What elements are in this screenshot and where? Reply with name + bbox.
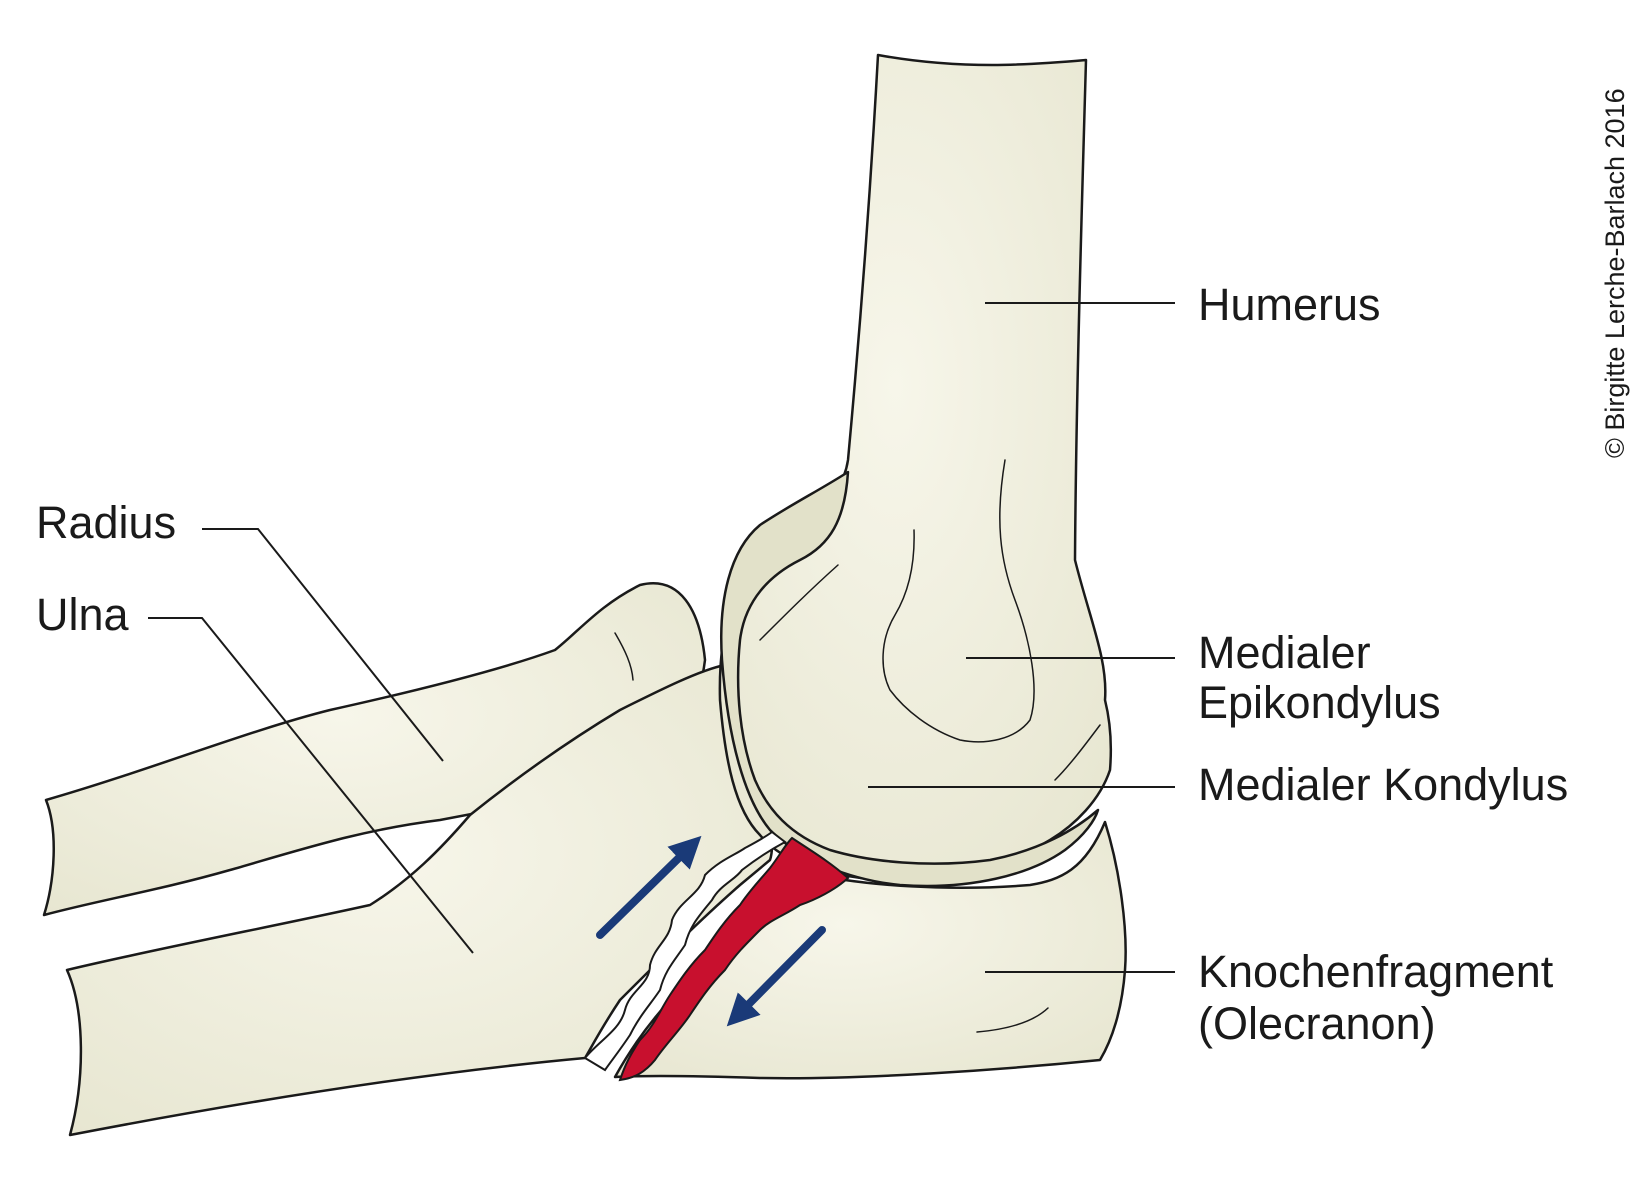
label-radius: Radius bbox=[36, 497, 176, 548]
copyright-text: © Birgitte Lerche-Barlach 2016 bbox=[1600, 88, 1630, 458]
label-fragment-line1: Knochenfragment bbox=[1198, 946, 1554, 997]
label-ulna: Ulna bbox=[36, 589, 130, 640]
label-medial-epicondyle-line2: Epikondylus bbox=[1198, 677, 1441, 728]
humerus-bone bbox=[720, 55, 1111, 886]
label-fragment-line2: (Olecranon) bbox=[1198, 998, 1436, 1049]
label-humerus: Humerus bbox=[1198, 279, 1381, 330]
label-medial-epicondyle-line1: Medialer bbox=[1198, 627, 1371, 678]
label-medial-condyle: Medialer Kondylus bbox=[1198, 759, 1568, 810]
